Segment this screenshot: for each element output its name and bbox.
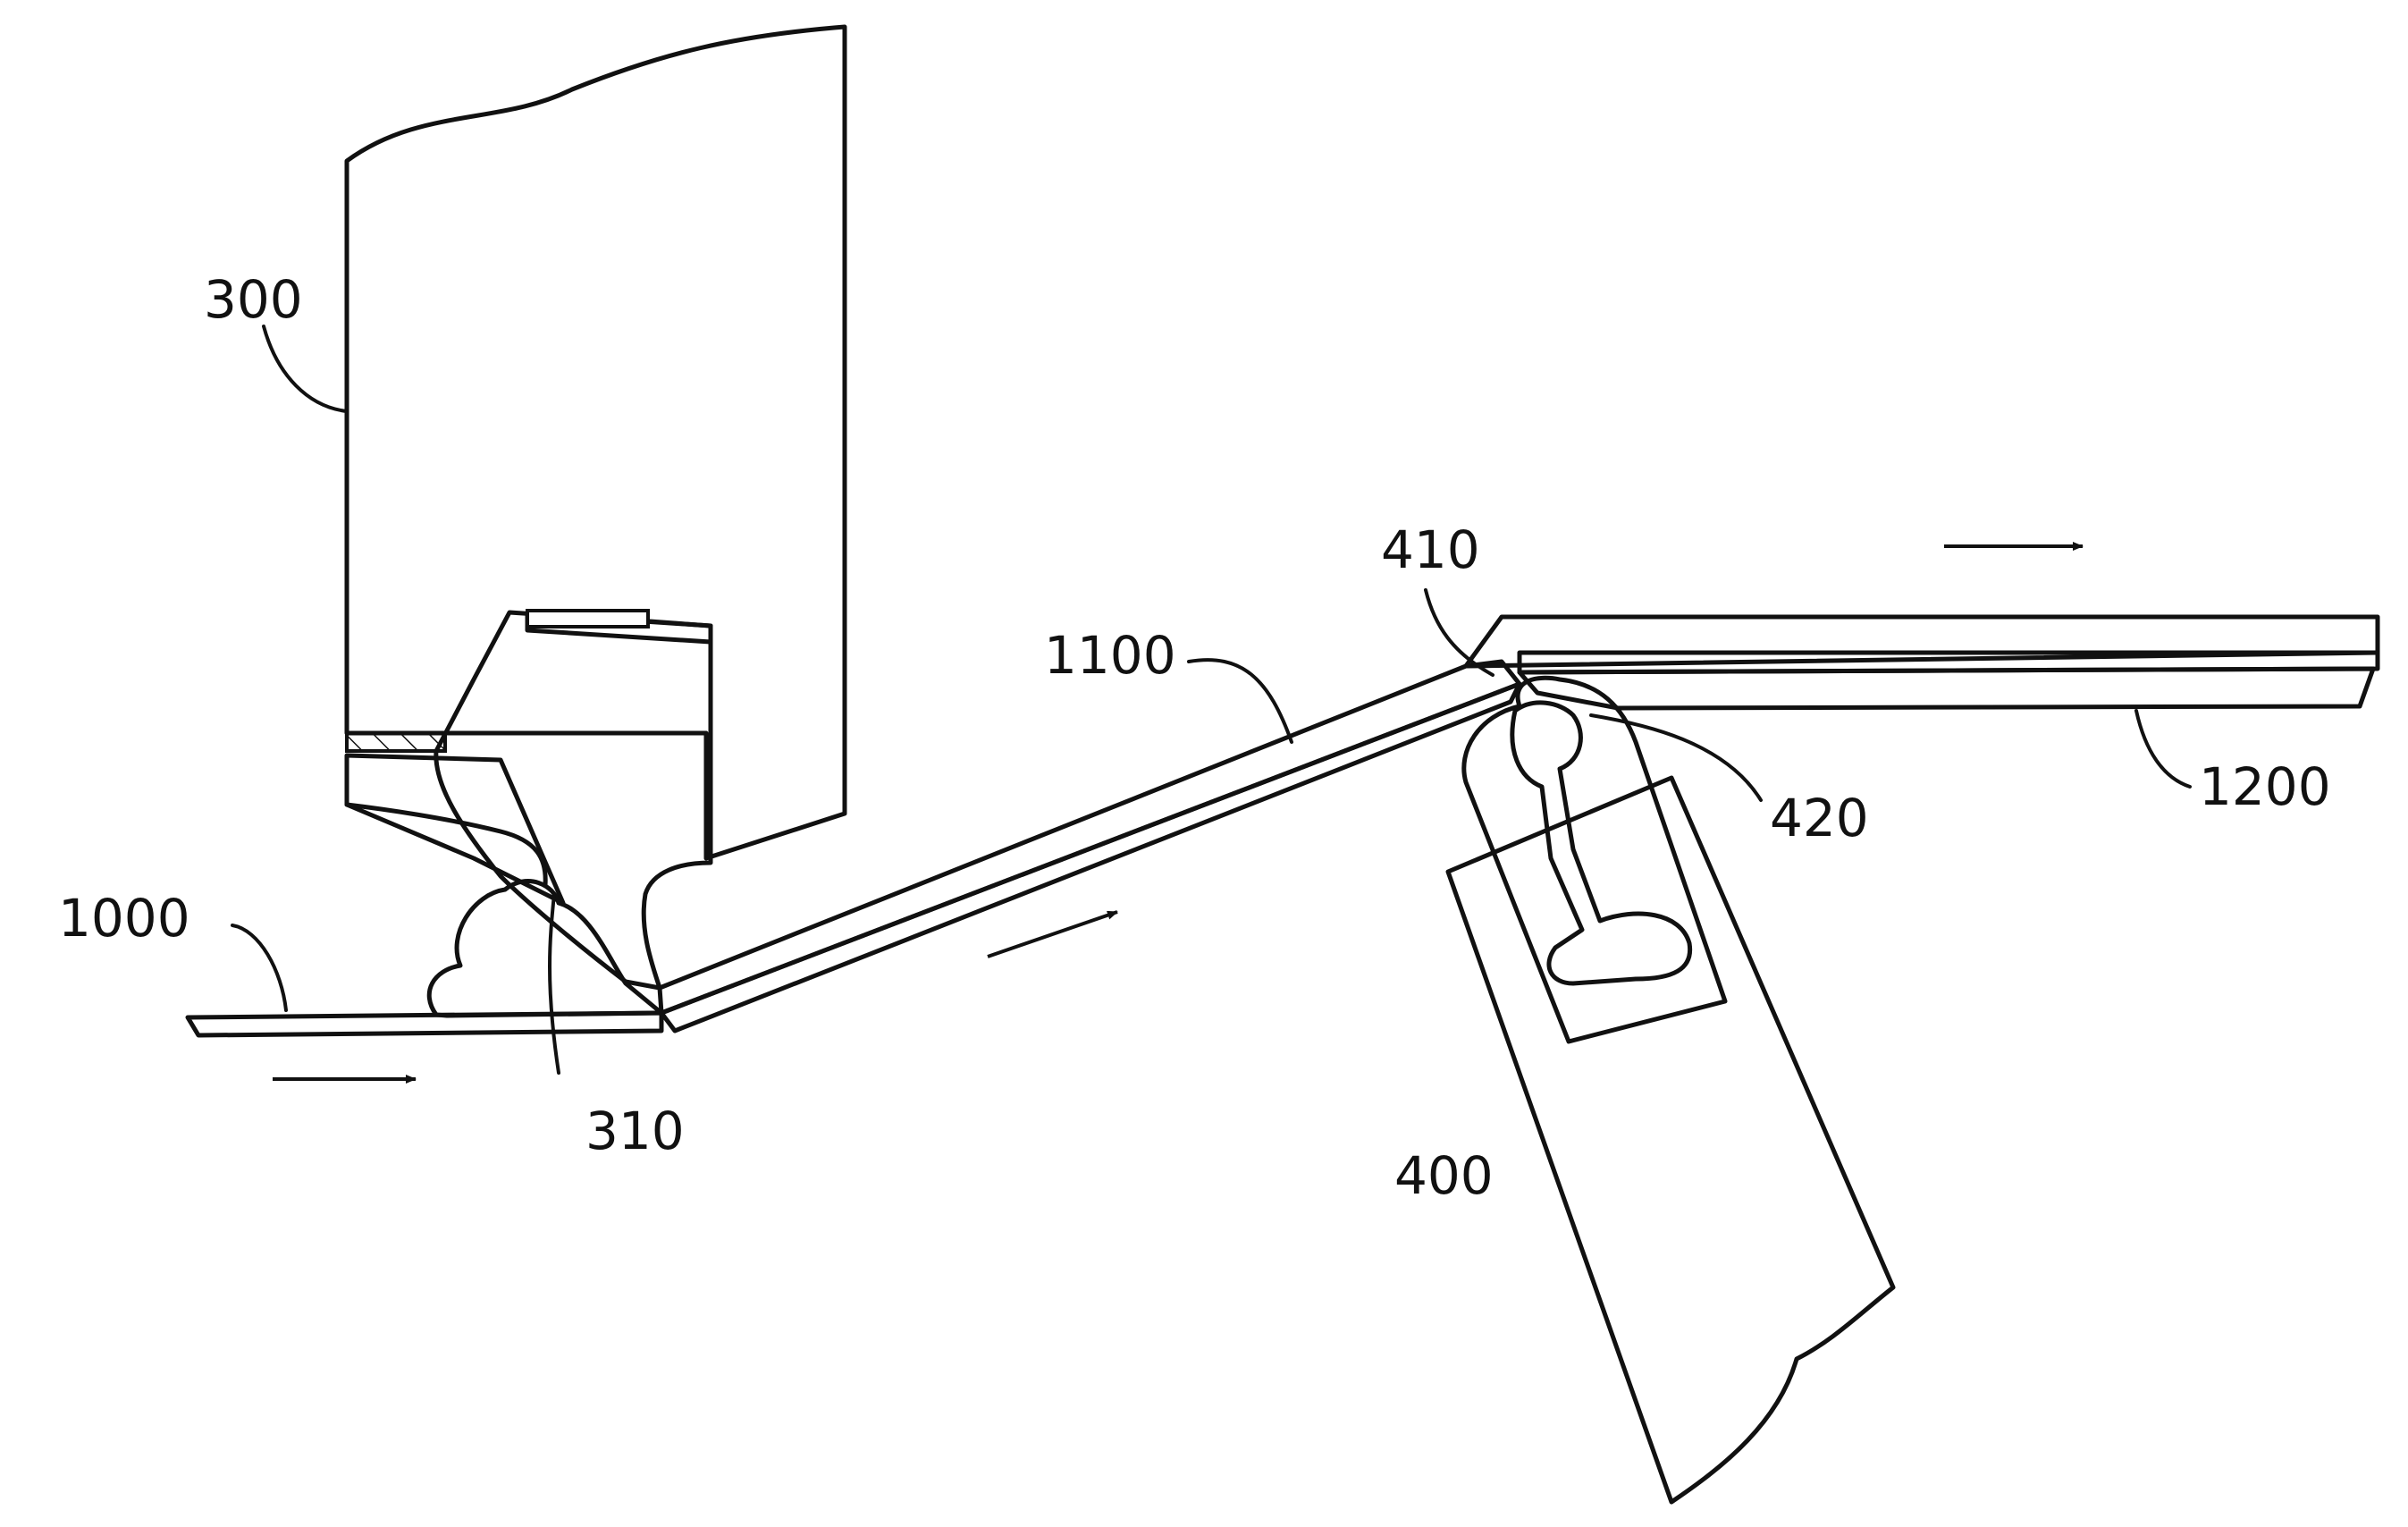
upper-die-tip-310: [436, 611, 711, 988]
resin-bead: [429, 882, 661, 1016]
label-420: 420: [1770, 788, 1869, 848]
leader-1100: [1189, 660, 1292, 742]
label-1100: 1100: [1044, 625, 1176, 686]
label-1200: 1200: [2199, 756, 2331, 817]
leader-310: [550, 894, 559, 1073]
sheet-1100: [660, 662, 1520, 1031]
upper-die-300: [347, 27, 845, 903]
leader-1200: [2136, 711, 2190, 787]
label-410: 410: [1381, 519, 1480, 580]
leader-300: [264, 326, 347, 411]
arrow-incline-icon: [988, 912, 1117, 957]
label-310: 310: [585, 1101, 685, 1161]
leader-lines: [232, 326, 2190, 1073]
sheet-1000: [188, 1013, 661, 1035]
label-300: 300: [204, 269, 303, 330]
lower-die-insert-420: [1464, 678, 1725, 1042]
lower-die-400: [1448, 778, 1893, 1502]
label-1000: 1000: [58, 888, 190, 949]
leader-1000: [232, 925, 286, 1010]
label-400: 400: [1394, 1145, 1494, 1206]
